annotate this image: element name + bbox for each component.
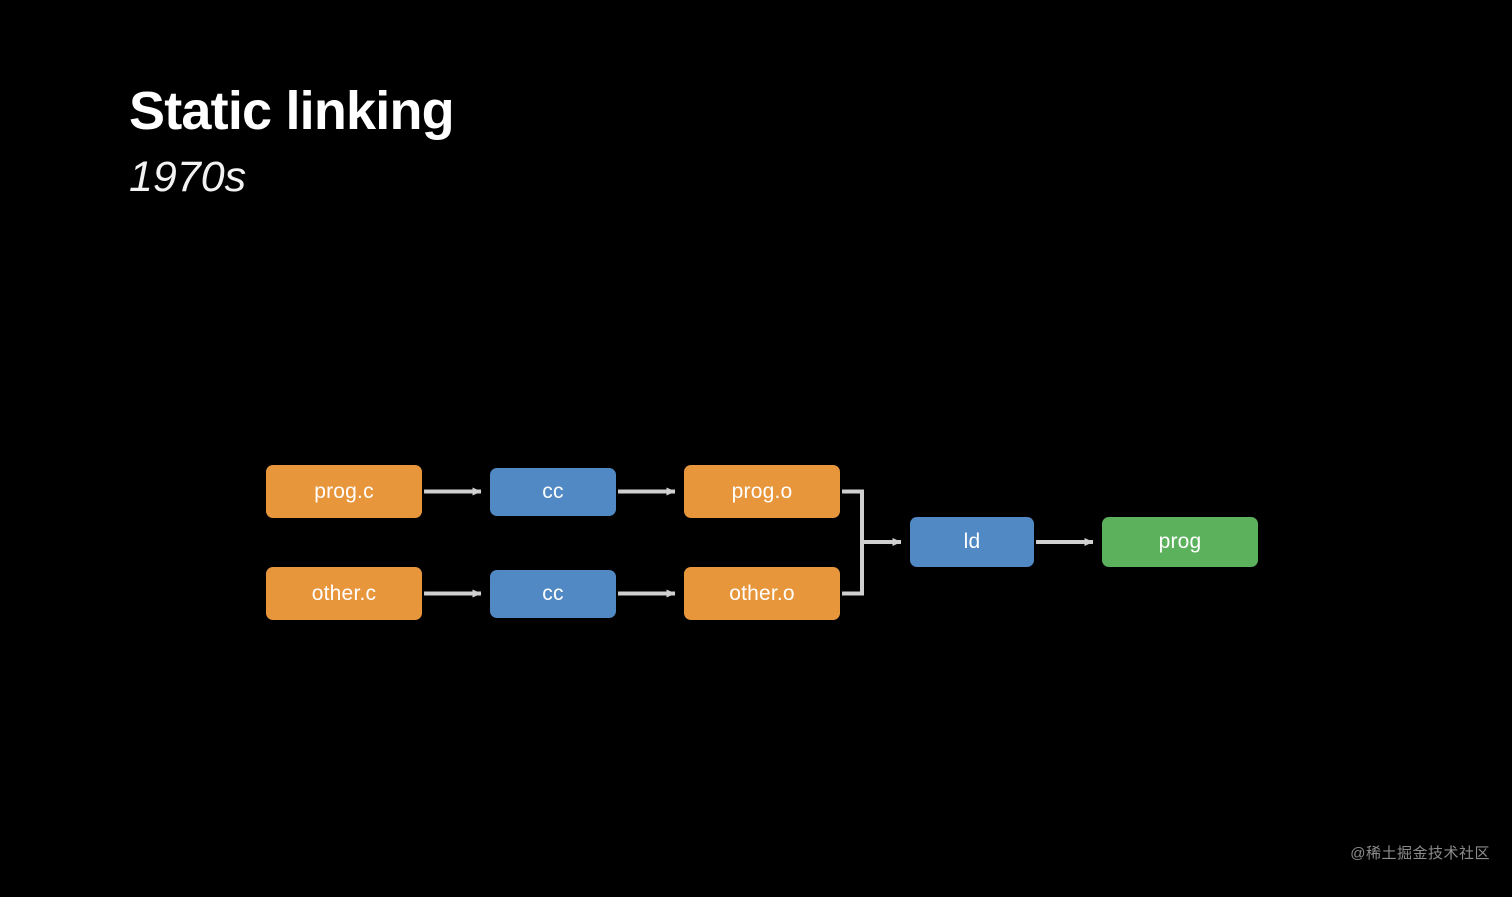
node-cc-1[interactable]: cc [490, 468, 616, 516]
page-title: Static linking [129, 81, 455, 141]
node-prog-c[interactable]: prog.c [266, 465, 422, 518]
node-prog[interactable]: prog [1102, 517, 1258, 567]
edge-merge-bracket [842, 489, 864, 596]
node-other-o[interactable]: other.o [684, 567, 840, 620]
node-cc-2[interactable]: cc [490, 570, 616, 618]
node-prog-o[interactable]: prog.o [684, 465, 840, 518]
watermark: @稀土掘金技术社区 [1350, 845, 1490, 862]
page-subtitle: 1970s [129, 153, 247, 201]
slide-heading: Static linking 1970s [129, 84, 829, 199]
node-ld[interactable]: ld [910, 517, 1034, 567]
node-other-c[interactable]: other.c [266, 567, 422, 620]
